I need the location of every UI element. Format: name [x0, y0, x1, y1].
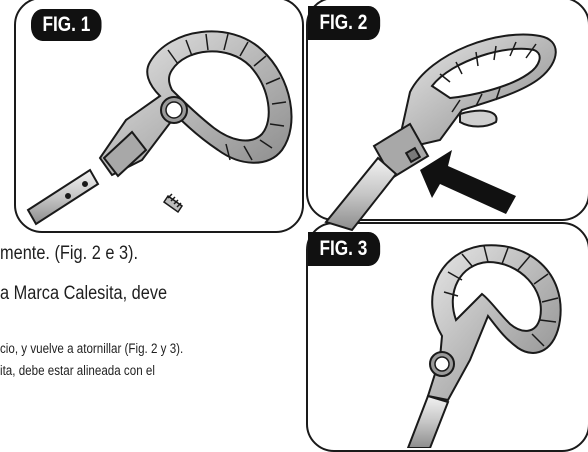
fig-3-label: FIG. 3 [308, 232, 380, 266]
instruction-line-2: a Marca Calesita, deve [0, 283, 167, 305]
fig2-arrow-drawing [420, 150, 516, 214]
fig2-handle-drawing [374, 34, 556, 178]
instruction-line-4: ita, debe estar alineada con el [0, 363, 155, 378]
fig2-pole-drawing [326, 158, 396, 230]
instruction-line-1: mente. (Fig. 2 e 3). [0, 243, 138, 265]
fig3-pole-drawing [408, 396, 448, 448]
fig-2-label: FIG. 2 [308, 6, 380, 40]
fig-1-label: FIG. 1 [31, 9, 102, 41]
instruction-line-3: cio, y vuelve a atornillar (Fig. 2 y 3). [0, 341, 183, 356]
fig3-handle-drawing [428, 245, 561, 400]
fig1-handle-drawing [100, 31, 292, 176]
fig1-pole-drawing [28, 170, 98, 224]
fig1-screw-drawing [164, 194, 182, 212]
